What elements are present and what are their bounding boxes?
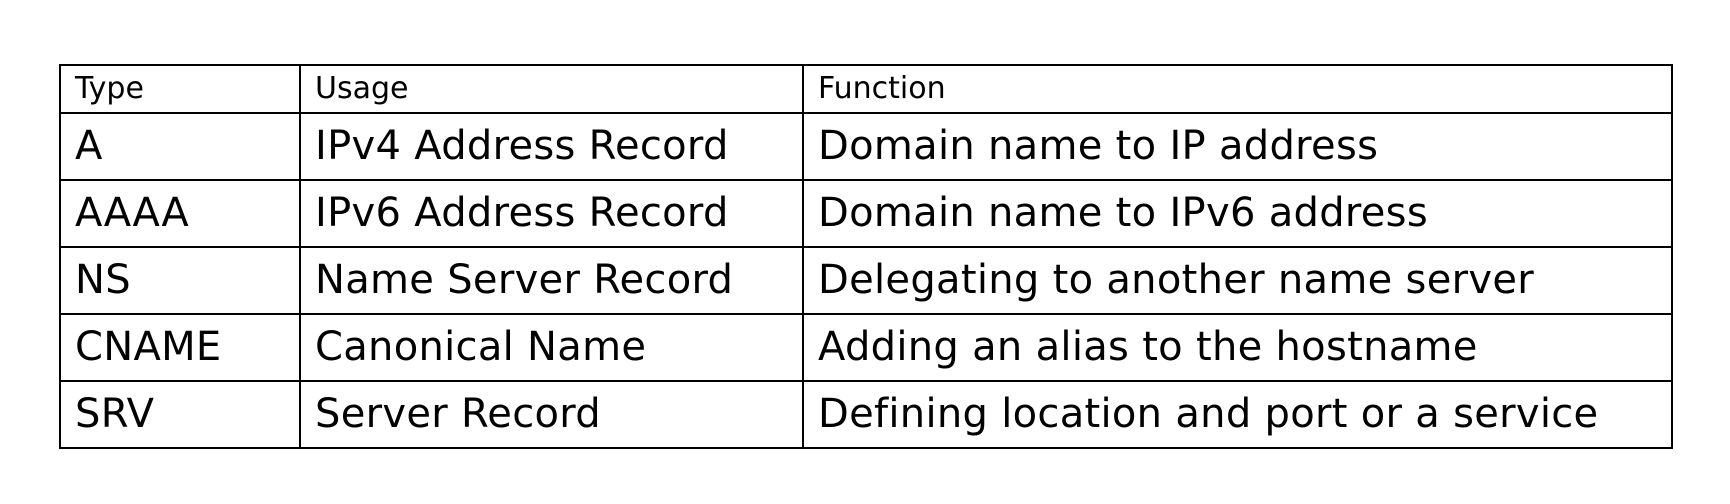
cell-usage: Canonical Name	[299, 313, 804, 382]
cell-function: Defining location and port or a service	[802, 380, 1673, 449]
cell-type: AAAA	[59, 179, 301, 248]
table-row: CNAME Canonical Name Adding an alias to …	[59, 313, 1673, 382]
header-type: Type	[59, 64, 301, 114]
dns-record-types-table: Type Usage Function A IPv4 Address Recor…	[59, 64, 1673, 449]
cell-type: SRV	[59, 380, 301, 449]
table-row: SRV Server Record Defining location and …	[59, 380, 1673, 449]
cell-usage: Server Record	[299, 380, 804, 449]
table-body: A IPv4 Address Record Domain name to IP …	[59, 112, 1673, 449]
cell-usage: Name Server Record	[299, 246, 804, 315]
cell-type: A	[59, 112, 301, 181]
cell-type: NS	[59, 246, 301, 315]
header-usage: Usage	[299, 64, 804, 114]
cell-function: Domain name to IPv6 address	[802, 179, 1673, 248]
header-function: Function	[802, 64, 1673, 114]
table-row: AAAA IPv6 Address Record Domain name to …	[59, 179, 1673, 248]
header-row: Type Usage Function	[59, 64, 1673, 114]
cell-function: Adding an alias to the hostname	[802, 313, 1673, 382]
cell-function: Delegating to another name server	[802, 246, 1673, 315]
table-header: Type Usage Function	[59, 64, 1673, 114]
table-row: NS Name Server Record Delegating to anot…	[59, 246, 1673, 315]
cell-usage: IPv4 Address Record	[299, 112, 804, 181]
cell-usage: IPv6 Address Record	[299, 179, 804, 248]
cell-type: CNAME	[59, 313, 301, 382]
table-row: A IPv4 Address Record Domain name to IP …	[59, 112, 1673, 181]
cell-function: Domain name to IP address	[802, 112, 1673, 181]
